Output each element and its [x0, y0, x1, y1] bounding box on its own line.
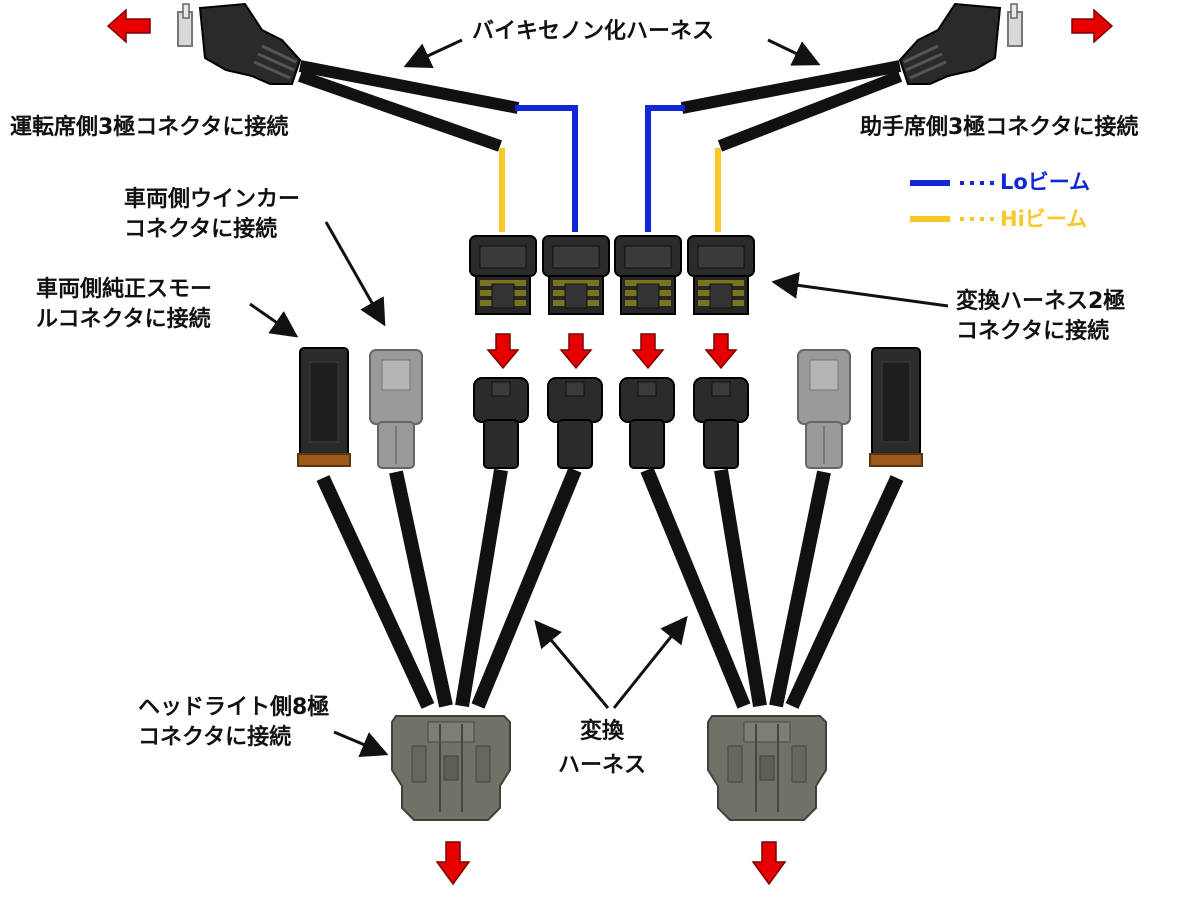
arrow-down-bottom-right	[751, 841, 787, 886]
small-lamp-label-line1: 車両側純正スモー	[36, 277, 213, 302]
headlight-label-line2: コネクタに接続	[138, 725, 292, 750]
two-pin-female-connectors	[469, 235, 755, 315]
arrow-right-top	[1071, 8, 1114, 44]
top-cables	[298, 60, 903, 152]
headlight-8pin-connectors	[391, 715, 827, 821]
lo-beam-wires	[515, 105, 685, 232]
legend-hi-beam: Hiビーム	[1000, 207, 1088, 231]
arrow-down-2	[559, 333, 593, 370]
winker-label-line2: コネクタに接続	[124, 217, 278, 242]
arrow-down-1	[486, 333, 520, 370]
left-bulb-plug	[177, 2, 302, 85]
conv-2pin-label-line2: コネクタに接続	[956, 319, 1110, 344]
diagram-title: バイキセノン化ハーネス	[472, 19, 715, 44]
conv-harness-label-line2: ハーネス	[558, 753, 647, 778]
arrow-down-bottom-left	[435, 841, 471, 886]
arrow-left-top	[106, 8, 151, 44]
small-lamp-connectors	[297, 347, 923, 467]
pointer-arrows	[249, 38, 949, 757]
red-arrows	[106, 8, 1114, 886]
arrow-down-4	[704, 333, 738, 370]
winker-connectors	[369, 349, 851, 469]
lower-cables	[316, 467, 904, 709]
winker-label-line1: 車両側ウインカー	[124, 187, 301, 212]
arrow-down-3	[631, 333, 665, 370]
conv-2pin-label-line1: 変換ハーネス2極	[956, 289, 1126, 314]
two-pin-male-connectors	[473, 377, 749, 469]
headlight-label-line1: ヘッドライト側8極	[138, 695, 330, 720]
passenger-side-label: 助手席側3極コネクタに接続	[860, 115, 1139, 140]
small-lamp-label-line2: ルコネクタに接続	[36, 307, 211, 332]
legend-lo-beam: Loビーム	[1000, 170, 1091, 194]
driver-side-label: 運転席側3極コネクタに接続	[10, 115, 289, 140]
legend-swatches	[910, 180, 996, 222]
right-bulb-plug	[898, 2, 1023, 85]
hi-beam-wires	[499, 148, 721, 232]
conv-harness-label-line1: 変換	[580, 719, 625, 744]
